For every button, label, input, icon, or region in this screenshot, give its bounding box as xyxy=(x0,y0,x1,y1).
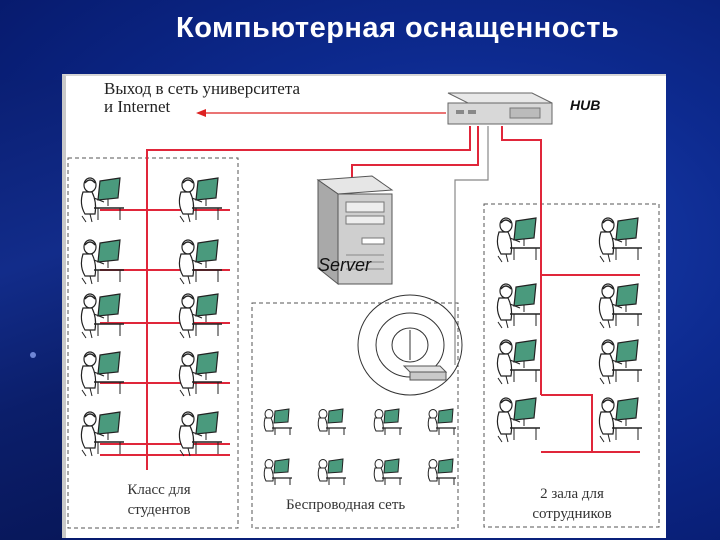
staff-hall-zone xyxy=(483,203,660,528)
internet-arrow xyxy=(196,109,446,117)
workstation-icon xyxy=(496,397,541,443)
workstation-icon xyxy=(496,283,541,329)
workstation-icon xyxy=(496,217,541,263)
workstation-icon xyxy=(80,239,125,285)
workstation-icon xyxy=(178,293,223,339)
workstation-icon xyxy=(80,293,125,339)
internet-label-line1: Выход в сеть университета xyxy=(104,79,300,98)
staff-hall-label: 2 зала для сотрудников xyxy=(512,484,632,524)
slide-decoration xyxy=(0,80,62,540)
slide-title: Компьютерная оснащенность xyxy=(176,12,620,44)
workstation-icon xyxy=(263,408,293,436)
workstation-icon xyxy=(427,458,457,486)
workstation-icon xyxy=(427,408,457,436)
server-tower xyxy=(316,175,394,286)
workstation-icon xyxy=(373,408,403,436)
student-class-zone xyxy=(67,157,239,529)
internet-label: Выход в сеть университета и Internet xyxy=(104,80,300,116)
workstation-icon xyxy=(178,411,223,457)
staff-hall-label-line1: 2 зала для xyxy=(540,486,604,502)
network-diagram-panel xyxy=(62,74,666,538)
workstation-icon xyxy=(598,283,643,329)
student-class-label-line1: Класс для xyxy=(127,482,191,498)
wireless-signal xyxy=(357,294,463,396)
staff-hall-label-line2: сотрудников xyxy=(532,506,612,522)
workstation-icon xyxy=(178,351,223,397)
workstation-icon xyxy=(317,458,347,486)
student-class-label-line2: студентов xyxy=(127,502,191,518)
workstation-icon xyxy=(496,339,541,385)
wireless-zone xyxy=(251,302,459,529)
access-point-device xyxy=(402,365,448,381)
workstation-icon xyxy=(80,177,125,223)
workstation-icon xyxy=(317,408,347,436)
workstation-icon xyxy=(598,339,643,385)
hub-device xyxy=(447,92,553,125)
bullet-dot xyxy=(30,352,36,358)
access-point-link xyxy=(454,126,489,365)
workstation-icon xyxy=(373,458,403,486)
staff-workstations xyxy=(496,217,643,443)
workstation-icon xyxy=(80,411,125,457)
wireless-workstations xyxy=(263,408,457,486)
hub-label: HUB xyxy=(570,97,601,113)
workstation-icon xyxy=(598,397,643,443)
workstation-icon xyxy=(598,217,643,263)
workstation-icon xyxy=(178,177,223,223)
workstation-icon xyxy=(178,239,223,285)
wireless-label: Беспроводная сеть xyxy=(286,497,406,513)
server-label: Server xyxy=(318,255,372,275)
student-workstations xyxy=(80,177,223,457)
workstation-icon xyxy=(80,351,125,397)
internet-label-line2: и Internet xyxy=(104,97,171,116)
student-class-label: Класс для студентов xyxy=(104,480,214,520)
workstation-icon xyxy=(263,458,293,486)
